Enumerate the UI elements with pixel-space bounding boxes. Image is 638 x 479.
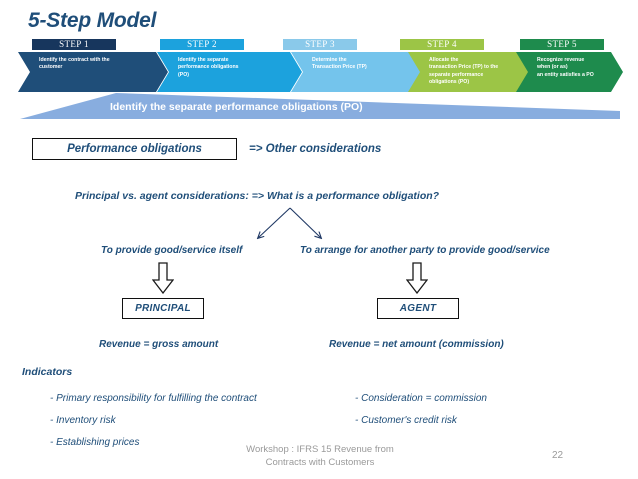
performance-obligations-label: Performance obligations	[67, 143, 202, 155]
footer-line-2: Contracts with Customers	[265, 457, 375, 468]
step-header-3: STEP 3	[283, 39, 357, 50]
chevron-step-3-line-2: Transaction Price (TP)	[312, 64, 367, 71]
chevron-step-1-line-1: Identify the contract with the	[39, 57, 110, 63]
chevron-step-2-line-1: Identify the separate	[178, 57, 229, 63]
list-item: - Customer's credit risk	[355, 415, 457, 426]
indicators-list-principal: - Primary responsibility for fulfilling …	[50, 388, 257, 454]
chevron-step-2-line-3: (PO)	[178, 71, 189, 78]
principal-label: PRINCIPAL	[135, 303, 191, 314]
revenue-gross-text: Revenue = gross amount	[99, 339, 219, 350]
chevron-step-2-line-2: performance obligations	[178, 64, 239, 71]
down-arrow-icon-right	[406, 262, 428, 294]
list-item: - Consideration = commission	[355, 393, 487, 404]
performance-obligations-box: Performance obligations	[32, 138, 237, 160]
slide-footer: Workshop : IFRS 15 Revenue from Contract…	[185, 443, 455, 469]
down-arrow-icon-left	[152, 262, 174, 294]
chevron-step-4-line-3: separate performance	[429, 71, 484, 78]
principal-box: PRINCIPAL	[122, 298, 204, 319]
footer-line-1: Workshop : IFRS 15 Revenue from	[246, 444, 394, 455]
chevron-step-5: Recognize revenue when (or as) an entity…	[516, 52, 623, 92]
indicators-heading: Indicators	[22, 366, 73, 378]
agent-box: AGENT	[377, 298, 459, 319]
page-title: 5-Step Model	[28, 9, 157, 32]
list-item: - Establishing prices	[50, 437, 140, 448]
page-number: 22	[552, 450, 564, 461]
list-item: - Inventory risk	[50, 415, 116, 426]
indicators-list-agent: - Consideration = commission - Customer'…	[355, 388, 487, 432]
branch-left-caption: To provide good/service itself	[101, 245, 243, 256]
chevron-step-3-line-1: Determine the	[312, 57, 347, 63]
step-header-5: STEP 5	[520, 39, 604, 50]
chevron-step-3: Determine the Transaction Price (TP)	[291, 52, 436, 92]
chevron-step-5-line-2: when (or as)	[537, 64, 568, 71]
chevron-step-4-line-2: transaction Price (TP) to the	[429, 64, 499, 71]
chevron-step-4-line-1: Allocate the	[429, 57, 459, 63]
step-header-1: STEP 1	[32, 39, 116, 50]
chevron-step-4-line-4: obligations (PO)	[429, 79, 470, 86]
chevron-step-2: Identify the separate performance obliga…	[157, 52, 302, 92]
chevron-step-5-line-3: an entity satisfies a PO	[537, 71, 594, 78]
other-considerations-text: => Other considerations	[249, 143, 382, 155]
process-chevron-band: Identify the contract with the customer …	[18, 52, 623, 92]
step-header-4: STEP 4	[400, 39, 484, 50]
focus-wedge-label: Identify the separate performance obliga…	[110, 101, 363, 113]
list-item: - Primary responsibility for fulfilling …	[50, 393, 257, 404]
revenue-net-text: Revenue = net amount (commission)	[329, 339, 504, 350]
agent-label: AGENT	[399, 303, 437, 314]
branch-right-caption: To arrange for another party to provide …	[300, 245, 550, 256]
chevron-step-1-line-2: customer	[39, 64, 63, 71]
chevron-step-5-line-1: Recognize revenue	[537, 57, 585, 63]
principal-agent-question: Principal vs. agent considerations: => W…	[75, 190, 440, 202]
chevron-step-1: Identify the contract with the customer	[18, 52, 168, 92]
step-header-2: STEP 2	[160, 39, 244, 50]
branch-arrows-icon	[230, 207, 370, 250]
